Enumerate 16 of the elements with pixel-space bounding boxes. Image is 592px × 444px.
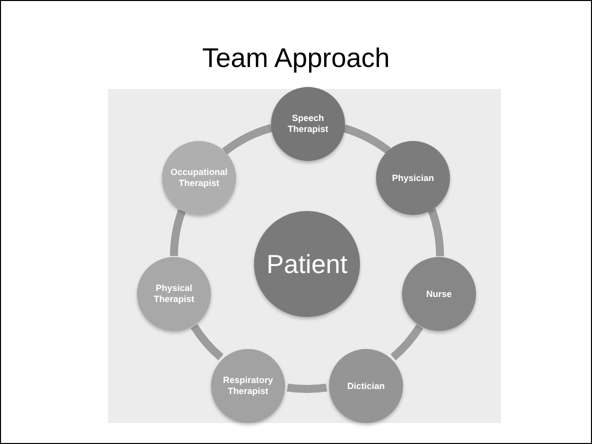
slide-title: Team Approach: [201, 42, 391, 75]
node-label: Respiratory Therapist: [222, 375, 274, 397]
ring-segment: [190, 324, 224, 360]
node-label: Speech Therapist: [286, 113, 330, 135]
ring-segment: [286, 384, 328, 393]
ring-segment: [222, 124, 273, 155]
node-label: Occupational Therapist: [169, 167, 228, 189]
ring-segment: [170, 210, 186, 256]
ring-segment: [428, 208, 444, 256]
node-label: Dictician: [346, 380, 386, 392]
node-label: Physician: [390, 172, 436, 184]
node-label: Nurse: [425, 288, 453, 300]
node-label: Patient: [266, 249, 348, 279]
ring-segment: [390, 324, 424, 360]
ring-segment: [343, 124, 391, 154]
node-label: Physical Therapist: [152, 283, 196, 305]
